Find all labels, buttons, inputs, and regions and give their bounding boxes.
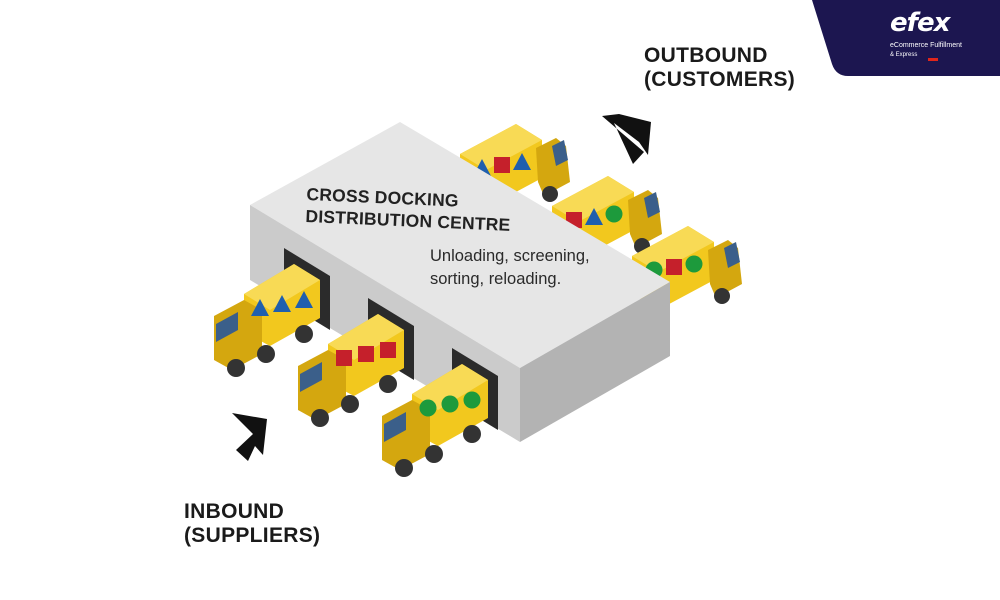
outbound-label: OUTBOUND (CUSTOMERS) bbox=[644, 44, 795, 92]
square-cargo-icon bbox=[380, 342, 396, 358]
outbound-label-line2: (CUSTOMERS) bbox=[644, 68, 796, 91]
inbound-truck bbox=[214, 264, 320, 377]
logo-background bbox=[812, 0, 1000, 76]
outbound-truck bbox=[460, 124, 570, 214]
truck-wheel bbox=[257, 345, 275, 363]
process-line2: sorting, reloading. bbox=[430, 270, 562, 288]
logo-wordmark: efex bbox=[890, 8, 950, 38]
truck-wheel bbox=[542, 186, 558, 202]
outbound-arrow-icon bbox=[602, 114, 651, 164]
logo-accent-bar bbox=[928, 58, 938, 61]
truck-windshield bbox=[552, 140, 568, 166]
truck-cargo-roof bbox=[460, 124, 542, 170]
truck-cab bbox=[382, 400, 430, 470]
truck-windshield bbox=[724, 242, 740, 268]
inbound-label-line2: (SUPPLIERS) bbox=[184, 524, 321, 547]
triangle-cargo-icon bbox=[273, 295, 291, 312]
process-line1: Unloading, screening, bbox=[430, 247, 590, 265]
circle-cargo-icon bbox=[441, 395, 459, 413]
centre-title: CROSS DOCKING DISTRIBUTION CENTRE bbox=[305, 183, 512, 236]
square-cargo-icon bbox=[666, 259, 682, 275]
inbound-label-line1: INBOUND bbox=[184, 500, 285, 523]
inbound-truck bbox=[298, 314, 404, 427]
square-cargo-icon bbox=[358, 346, 374, 362]
process-description: Unloading, screening, sorting, reloading… bbox=[430, 245, 590, 291]
outbound-label-line1: OUTBOUND bbox=[644, 44, 768, 67]
truck-windshield bbox=[384, 412, 406, 442]
truck-wheel bbox=[379, 375, 397, 393]
truck-windshield bbox=[644, 192, 660, 218]
truck-cargo-roof bbox=[412, 364, 488, 410]
inbound-arrow-icon bbox=[232, 413, 267, 461]
circle-cargo-icon bbox=[685, 255, 703, 273]
brand-logo: efex eCommerce Fulfillment & Express bbox=[810, 0, 1000, 76]
truck-wheel bbox=[311, 409, 329, 427]
truck-wheel bbox=[295, 325, 313, 343]
logo-tagline: eCommerce Fulfillment bbox=[890, 42, 962, 49]
truck-wheel bbox=[227, 359, 245, 377]
truck-windshield bbox=[216, 312, 238, 342]
truck-cargo-roof bbox=[328, 314, 404, 360]
building-side-wall bbox=[520, 282, 670, 442]
truck-wheel bbox=[341, 395, 359, 413]
logo-subline: & Express bbox=[890, 52, 918, 58]
truck-wheel bbox=[395, 459, 413, 477]
circle-cargo-icon bbox=[605, 205, 623, 223]
truck-cab bbox=[214, 300, 262, 370]
triangle-cargo-icon bbox=[513, 153, 531, 170]
truck-wheel bbox=[463, 425, 481, 443]
truck-cargo-roof bbox=[244, 264, 320, 310]
inbound-label: INBOUND (SUPPLIERS) bbox=[184, 500, 320, 548]
square-cargo-icon bbox=[336, 350, 352, 366]
building-roof bbox=[250, 122, 670, 368]
truck-wheel bbox=[425, 445, 443, 463]
truck-cargo-roof bbox=[552, 176, 634, 222]
truck-cab bbox=[298, 350, 346, 420]
truck-cargo-roof bbox=[632, 226, 714, 272]
triangle-cargo-icon bbox=[295, 291, 313, 308]
inbound-truck bbox=[382, 364, 488, 477]
inbound-trucks bbox=[214, 264, 488, 477]
truck-windshield bbox=[300, 362, 322, 392]
truck-wheel bbox=[714, 288, 730, 304]
circle-cargo-icon bbox=[419, 399, 437, 417]
triangle-cargo-icon bbox=[251, 299, 269, 316]
square-cargo-icon bbox=[494, 157, 510, 173]
circle-cargo-icon bbox=[463, 391, 481, 409]
triangle-cargo-icon bbox=[585, 208, 603, 225]
